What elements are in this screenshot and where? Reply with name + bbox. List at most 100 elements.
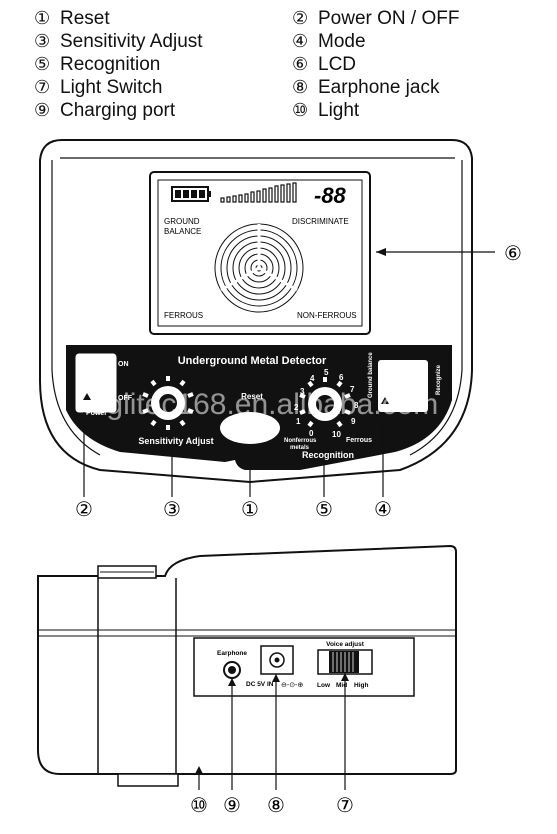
legend-label: Charging port	[60, 100, 176, 121]
arrow-up-icon	[195, 766, 203, 774]
reset-button[interactable]	[220, 412, 280, 444]
bottom-light	[117, 773, 179, 787]
voice-slider-knob[interactable]	[329, 651, 359, 673]
legend-label: Recognition	[60, 54, 161, 75]
callout-sensitivity: ③	[163, 497, 181, 521]
legend-number: ①	[34, 8, 51, 29]
recognition-dial-numbers: 0 1 2 3 4 5 6 7 8 9 10	[294, 368, 359, 439]
callout-recognition: ⑤	[315, 497, 333, 521]
front-view: -88 GROUND BALANCE DISCRIMINATE FERROU	[39, 139, 522, 521]
arrow-up-icon	[381, 397, 389, 404]
power-on-label: ON	[118, 361, 129, 368]
legend-number: ⑦	[34, 77, 51, 98]
lcd-non-ferrous-label: NON-FERROUS	[297, 311, 357, 320]
arrow-up-icon	[341, 673, 349, 681]
dial-number: 0	[309, 429, 314, 438]
legend-item-lcd: ⑥ LCD	[292, 54, 356, 76]
legend-number: ⑤	[34, 54, 51, 75]
side-view: Earphone DC 5V IN ⊖-⊙-⊕ Voice adjust Low…	[37, 544, 457, 817]
ground-balance-label: Ground balance	[368, 352, 374, 398]
dial-number: 5	[324, 368, 329, 377]
legend-number: ⑩	[292, 100, 309, 121]
legend-label: Sensitivity Adjust	[60, 31, 203, 52]
legend-item-recognition: ⑤ Recognition	[34, 54, 160, 76]
earphone-jack-hole	[228, 666, 236, 674]
sensitivity-dial[interactable]	[142, 376, 194, 430]
lcd-ground-label: GROUND	[164, 217, 200, 226]
voice-high-label: High	[354, 682, 368, 689]
arrow-up-icon	[228, 678, 236, 686]
charging-port-pin	[274, 657, 280, 663]
arrow-up-icon	[80, 412, 88, 421]
panel-title: Underground Metal Detector	[178, 355, 327, 367]
dial-number: 8	[354, 401, 359, 410]
legend-item-earphone-jack: ⑧ Earphone jack	[292, 77, 439, 99]
callout-lines-side	[198, 673, 346, 790]
arrow-up-icon	[379, 412, 387, 421]
lcd-ferrous-label: FERROUS	[164, 311, 203, 320]
dial-number: 2	[294, 403, 299, 412]
legend-item-light: ⑩ Light	[292, 100, 359, 122]
legend-label: Light	[318, 100, 360, 121]
arrow-up-icon	[272, 674, 280, 682]
power-off-label: OFF	[118, 395, 133, 402]
lcd-balance-label: BALANCE	[164, 227, 201, 236]
callout-lines-front	[83, 251, 495, 497]
lcd-screen: -88 GROUND BALANCE DISCRIMINATE FERROU	[149, 171, 371, 335]
legend-number: ③	[34, 31, 51, 52]
callout-earphone-jack: ⑧	[267, 793, 285, 817]
callout-light: ⑩	[190, 793, 208, 817]
polarity-icon: ⊖-⊙-⊕	[281, 682, 303, 689]
earphone-label: Earphone	[217, 650, 247, 657]
lcd-discriminate-label: DISCRIMINATE	[292, 217, 349, 226]
housing-left-edge	[51, 160, 101, 456]
signal-bars-icon	[220, 182, 297, 203]
legend-label: Earphone jack	[318, 77, 440, 98]
voice-mid-label: Mid	[336, 682, 347, 689]
callout-power: ②	[75, 497, 93, 521]
legend-item-sensitivity: ③ Sensitivity Adjust	[34, 31, 203, 53]
target-icon	[214, 223, 304, 313]
callout-mode: ④	[374, 497, 392, 521]
legend-label: Power ON / OFF	[318, 8, 460, 29]
legend-number: ⑨	[34, 100, 51, 121]
dial-number: 6	[339, 373, 344, 382]
nonferrous-metals-label: Nonferrous metals	[284, 438, 318, 451]
ferrous-label: Ferrous	[346, 437, 372, 444]
mode-button[interactable]	[378, 360, 428, 412]
sensitivity-adjust-label: Sensitivity Adjust	[138, 436, 213, 446]
legend-item-mode: ④ Mode	[292, 31, 366, 53]
legend-number: ④	[292, 31, 309, 52]
legend-label: Light Switch	[60, 77, 163, 98]
lcd-digits: -88	[314, 183, 347, 208]
dial-number: 1	[296, 417, 301, 426]
mode-label: Mode	[390, 407, 408, 414]
legend-label: LCD	[318, 54, 357, 75]
legend-label: Mode	[318, 31, 366, 52]
recognition-label: Recognition	[302, 450, 354, 460]
callout-light-switch: ⑦	[336, 793, 354, 817]
recognition-dial[interactable]	[299, 377, 351, 428]
voice-adjust-label: Voice adjust	[326, 641, 365, 648]
nonferrous-label: Nonferrous	[284, 438, 317, 444]
lcd-ground-balance-label: GROUND BALANCE	[164, 217, 202, 236]
arrow-up-icon	[83, 393, 91, 400]
reset-label: Reset	[241, 392, 263, 401]
dial-number: 4	[310, 374, 315, 383]
watermark-text: eglitec168.en.alibaba.com	[90, 388, 439, 421]
power-label: Power	[86, 410, 107, 417]
callout-reset: ①	[241, 497, 259, 521]
legend-number: ②	[292, 8, 309, 29]
dial-number: 9	[351, 417, 356, 426]
dial-number: 10	[332, 430, 341, 439]
callout-charging-port: ⑨	[223, 793, 241, 817]
legend-item-power: ② Power ON / OFF	[292, 8, 459, 30]
recognize-label: Recognize	[436, 364, 442, 395]
legend-number: ⑥	[292, 54, 309, 75]
legend-item-light-switch: ⑦ Light Switch	[34, 77, 162, 99]
control-panel	[66, 345, 452, 470]
callout-lcd: ⑥	[504, 241, 522, 265]
legend-number: ⑧	[292, 77, 309, 98]
